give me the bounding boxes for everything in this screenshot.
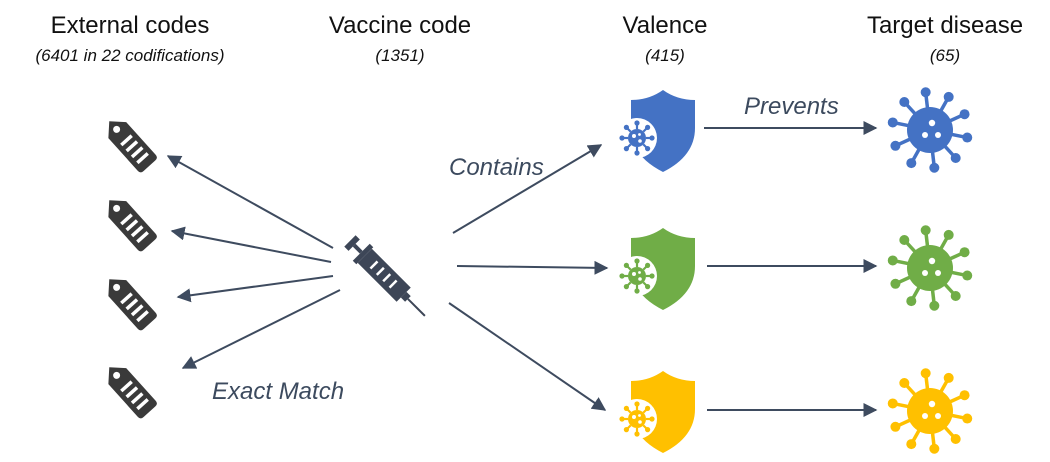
target-disease-title: Target disease [866, 12, 1024, 39]
target-disease-count: (65) [929, 46, 961, 65]
tag-icon [108, 200, 157, 252]
tag-icon [108, 367, 157, 419]
tag-icon [108, 121, 157, 173]
contains-arrow-2 [456, 260, 609, 275]
contains-arrow-1 [452, 144, 603, 234]
virus-icon [887, 87, 973, 173]
shield-virus-icon [617, 371, 695, 453]
exact-match-label: Exact Match [212, 378, 345, 405]
valence-count: (415) [645, 46, 685, 65]
valence-title: Valence [622, 12, 708, 39]
virus-icon [887, 368, 973, 454]
external-codes-title: External codes [50, 12, 210, 39]
vaccine-code-count: (1351) [375, 46, 425, 65]
exact-match-arrow-2 [170, 226, 332, 263]
contains-label: Contains [449, 154, 544, 181]
shield-virus-icon [617, 228, 695, 310]
external-codes-count: (6401 in 22 codifications) [35, 46, 225, 65]
vaccine-code-title: Vaccine code [328, 12, 472, 39]
virus-icon [887, 225, 973, 311]
exact-match-arrow-3 [176, 275, 334, 303]
exact-match-arrow-4 [181, 289, 341, 369]
shield-virus-icon [617, 90, 695, 172]
exact-match-arrow-1 [166, 155, 334, 249]
contains-arrow-3 [448, 302, 607, 411]
tag-icon [108, 279, 157, 331]
prevents-label: Prevents [744, 93, 839, 120]
syringe-icon [344, 235, 426, 317]
